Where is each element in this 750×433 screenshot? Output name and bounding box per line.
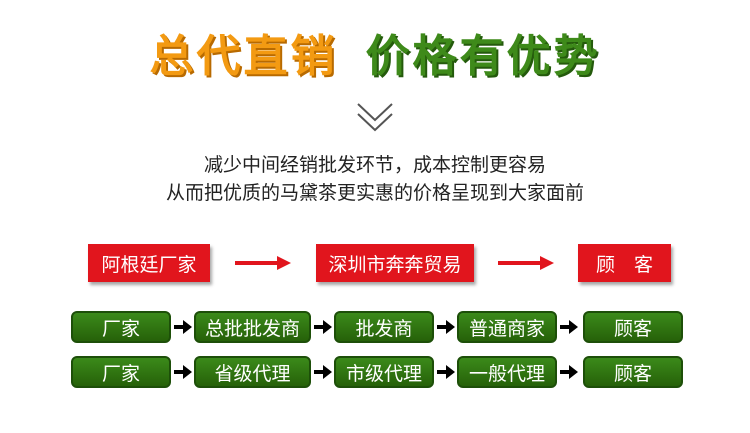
direct-chain-manufacturer: 阿根廷厂家 — [88, 244, 210, 282]
arrow-right-icon — [560, 365, 578, 379]
arrow-right-icon — [560, 320, 578, 334]
chain1-customer: 顾客 — [583, 311, 683, 343]
arrow-right-icon — [314, 320, 332, 334]
chain1-general-wholesaler: 总批批发商 — [194, 311, 311, 343]
chain2-manufacturer: 厂家 — [71, 356, 171, 388]
arrow-right-icon — [437, 320, 455, 334]
direct-chain-trading-company: 深圳市奔奔贸易 — [316, 244, 474, 282]
chain1-wholesaler: 批发商 — [334, 311, 434, 343]
chain2-provincial-agent: 省级代理 — [194, 356, 311, 388]
description-line-1: 减少中间经销批发环节，成本控制更容易 — [203, 154, 546, 176]
direct-chain-customer: 顾 客 — [578, 244, 671, 282]
headline-price-advantage: 价格有优势 — [365, 31, 601, 82]
chain1-manufacturer: 厂家 — [71, 311, 171, 343]
headline-direct-sales: 总代直销 — [149, 31, 338, 82]
chain2-general-agent: 一般代理 — [457, 356, 557, 388]
headline: 总代直销 价格有优势 — [0, 22, 750, 82]
chain2-city-agent: 市级代理 — [334, 356, 434, 388]
chain2-customer: 顾客 — [583, 356, 683, 388]
chain1-retailer: 普通商家 — [457, 311, 557, 343]
arrow-right-icon — [174, 365, 192, 379]
double-chevron-down-icon — [357, 103, 393, 132]
arrow-right-icon — [314, 365, 332, 379]
arrow-right-icon — [174, 320, 192, 334]
arrow-right-icon — [437, 365, 455, 379]
description-line-2: 从而把优质的马黛茶更实惠的价格呈现到大家面前 — [165, 182, 584, 204]
arrow-right-icon — [498, 256, 554, 270]
arrow-right-icon — [235, 256, 291, 270]
